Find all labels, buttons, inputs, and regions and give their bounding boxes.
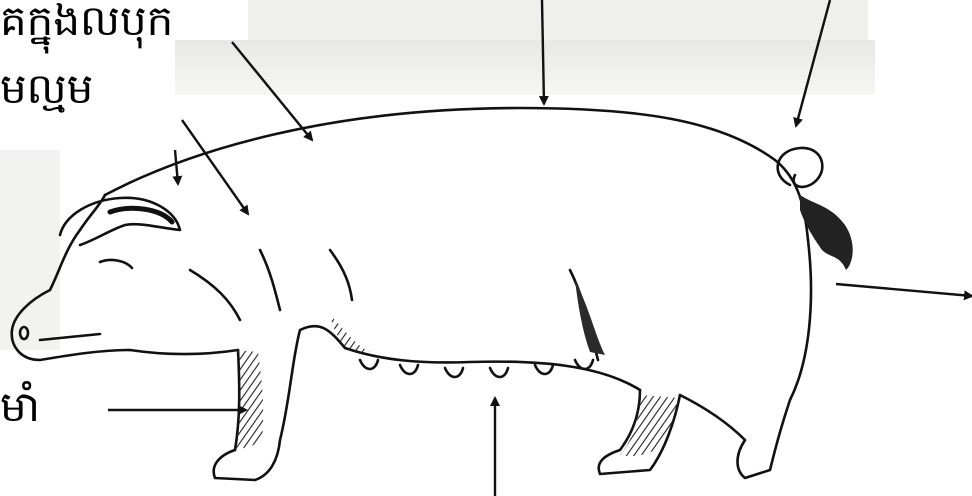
- belly-shading: [330, 315, 370, 352]
- arrow-ham: [836, 284, 972, 296]
- label-top-left: គក្នុងលបុក: [0, 0, 173, 42]
- label-leg: មាំ: [0, 386, 40, 428]
- label-second: មល្មម: [0, 68, 93, 110]
- arrow-neck: [175, 150, 178, 184]
- pig-outline: [12, 108, 823, 480]
- rear-belly-shading: [575, 280, 605, 355]
- arrow-back-top: [542, 0, 544, 104]
- arrow-shoulder: [182, 120, 248, 214]
- arrow-tail: [796, 0, 830, 126]
- arrow-loin: [232, 42, 312, 140]
- hind-leg-shading: [620, 395, 680, 456]
